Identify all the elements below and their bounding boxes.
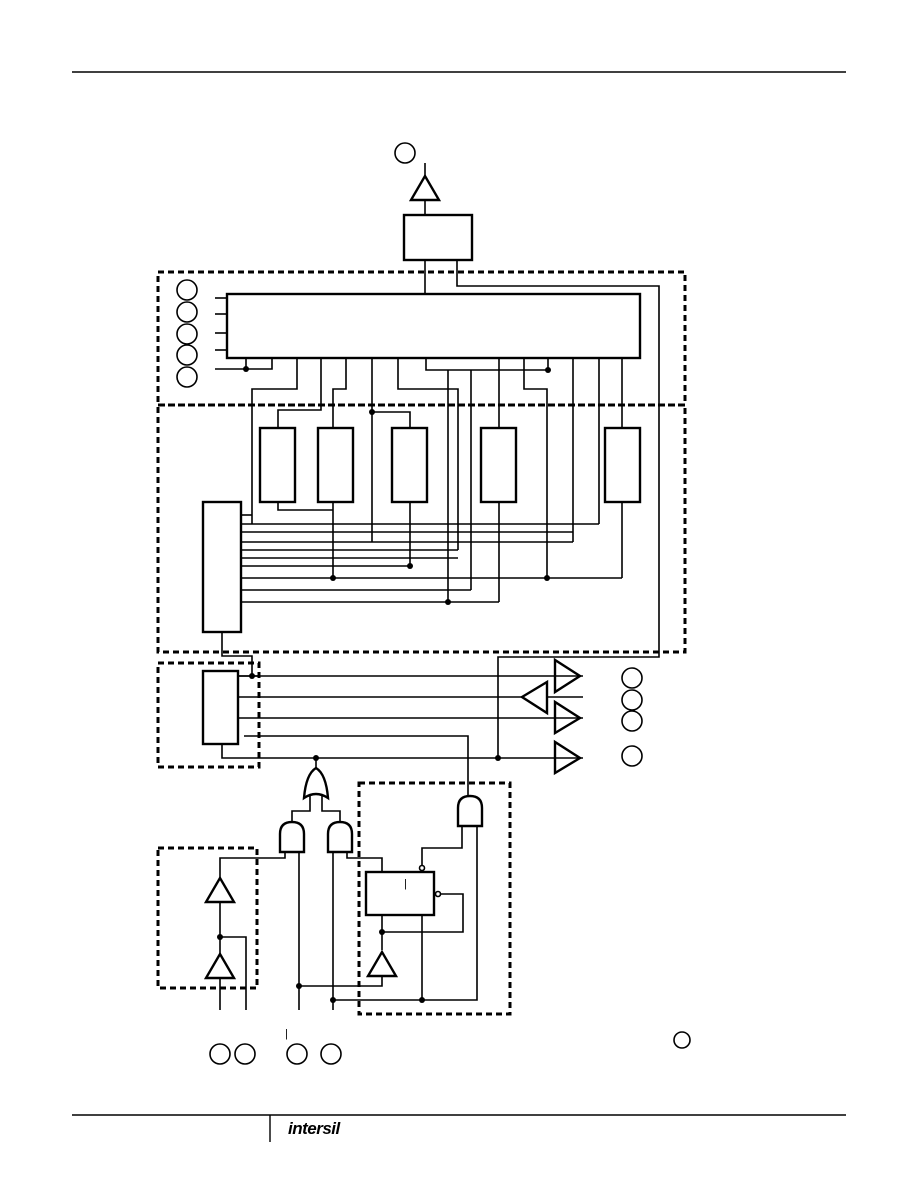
intersil-logo: intersil bbox=[288, 1119, 340, 1138]
input-bubble-1 bbox=[176, 279, 198, 301]
flipflop-dashed-box bbox=[357, 781, 512, 1016]
junction-dots bbox=[217, 366, 551, 1003]
bottom-bubble-1 bbox=[209, 1043, 231, 1065]
flipflop-buffer-icon bbox=[365, 949, 399, 978]
and-gate-upper-icon bbox=[456, 794, 484, 828]
bottom-tick-label: | bbox=[285, 1028, 288, 1040]
input-buffer-upper-icon bbox=[203, 875, 237, 904]
left-dashed-box bbox=[156, 661, 261, 769]
flipflop-tick-label: | bbox=[404, 878, 407, 890]
or-gate-icon bbox=[302, 766, 330, 801]
flipflop-block bbox=[364, 870, 436, 917]
top-block bbox=[402, 213, 474, 262]
bottom-bubble-4 bbox=[320, 1043, 342, 1065]
bottom-bubble-5 bbox=[673, 1031, 691, 1049]
mux-block bbox=[201, 500, 243, 634]
output-buffer-4-icon bbox=[553, 739, 583, 776]
output-bubble-3 bbox=[621, 710, 643, 732]
output-bubble-4 bbox=[621, 745, 643, 767]
register-block-2 bbox=[316, 426, 355, 504]
input-bubble-2 bbox=[176, 301, 198, 323]
top-buffer-icon bbox=[408, 173, 442, 202]
register-block-1 bbox=[258, 426, 297, 504]
output-buffer-3-icon bbox=[553, 699, 583, 736]
bottom-bubble-3 bbox=[286, 1043, 308, 1065]
main-block bbox=[225, 292, 642, 360]
bottom-bubble-2 bbox=[234, 1043, 256, 1065]
middle-dashed-box bbox=[156, 403, 687, 654]
register-block-3 bbox=[390, 426, 429, 504]
upper-dashed-box bbox=[156, 270, 687, 407]
and-gate-right-icon bbox=[326, 820, 354, 854]
input-dashed-box bbox=[156, 846, 259, 990]
output-bubble-1 bbox=[621, 667, 643, 689]
register-block-4 bbox=[479, 426, 518, 504]
output-buffer-2-icon bbox=[519, 679, 549, 716]
and-gate-left-icon bbox=[278, 820, 306, 854]
output-bubble-2 bbox=[621, 689, 643, 711]
register-block-5 bbox=[603, 426, 642, 504]
output-buffer-1-icon bbox=[553, 657, 583, 695]
input-bubble-5 bbox=[176, 366, 198, 388]
input-bubble-4 bbox=[176, 344, 198, 366]
input-buffer-lower-icon bbox=[203, 951, 237, 980]
input-bubble-3 bbox=[176, 323, 198, 345]
small-block bbox=[201, 669, 240, 746]
top-pin-bubble bbox=[394, 142, 416, 164]
